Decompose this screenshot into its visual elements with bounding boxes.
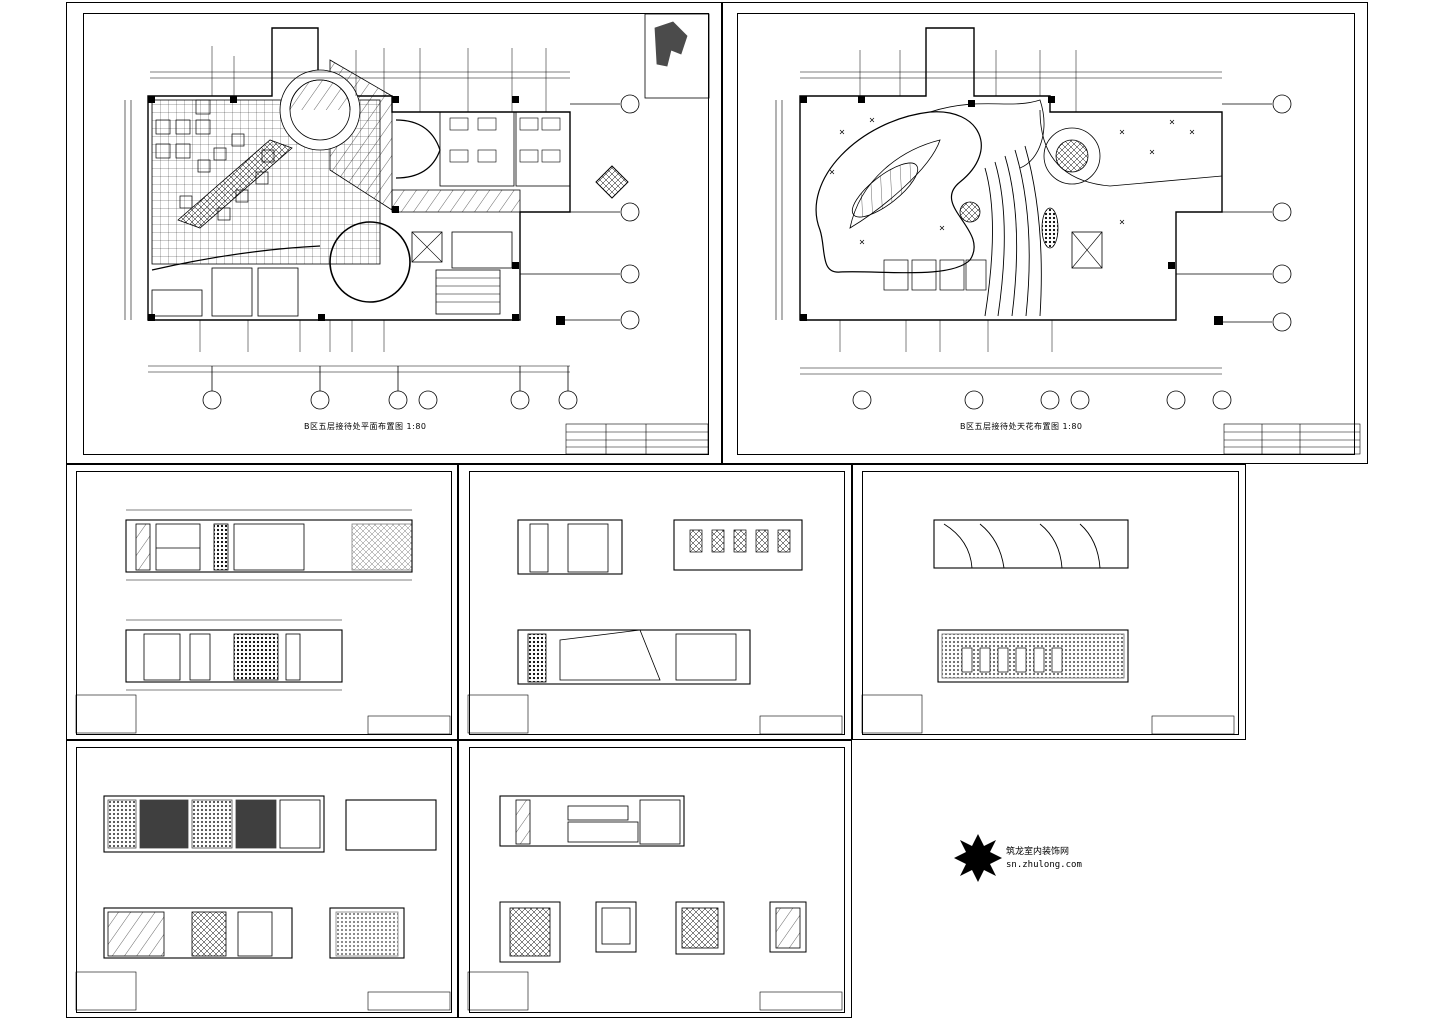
watermark-line2: sn.zhulong.com xyxy=(1006,860,1082,870)
sheet-elevation-2-frame xyxy=(469,471,845,735)
floor-plan-title: B区五层接待处平面布置图 1:80 xyxy=(304,422,427,431)
sheet-elevation-3-frame xyxy=(862,471,1239,735)
sheet-floor-plan-frame xyxy=(83,13,709,455)
zhulong-logo xyxy=(954,834,1002,882)
sheet-ceiling-plan xyxy=(722,2,1368,464)
sheet-elevation-2 xyxy=(458,464,852,740)
key-plan-box xyxy=(644,13,710,99)
sheet-elevation-4 xyxy=(66,740,458,1018)
ceiling-plan-title: B区五层接待处天花布置图 1:80 xyxy=(960,422,1083,431)
sheet-elevation-4-frame xyxy=(76,747,452,1013)
sheet-elevation-5-frame xyxy=(469,747,845,1013)
sheet-elevation-1-frame xyxy=(76,471,452,735)
sheet-floor-plan xyxy=(66,2,722,464)
sheet-ceiling-plan-frame xyxy=(737,13,1355,455)
sheet-elevation-1 xyxy=(66,464,458,740)
watermark-line1: 筑龙室内装饰网 xyxy=(1006,847,1070,857)
sheet-elevation-5 xyxy=(458,740,852,1018)
sheet-elevation-3 xyxy=(852,464,1246,740)
